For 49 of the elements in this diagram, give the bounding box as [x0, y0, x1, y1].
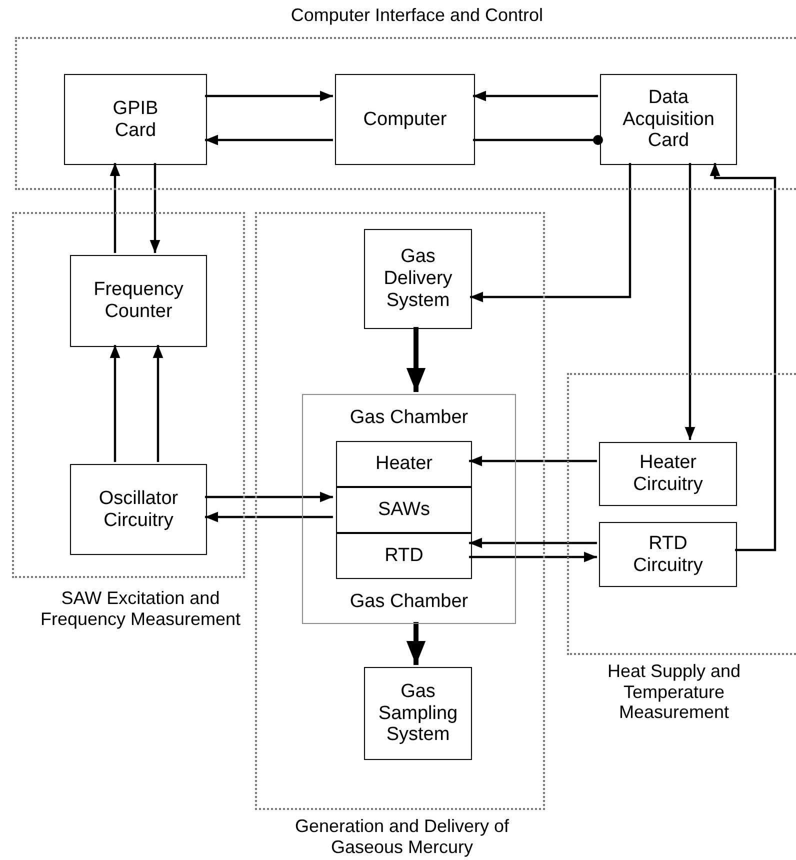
arrow [150, 163, 160, 253]
arrow [152, 345, 164, 462]
region-label: SAW Excitation and Frequency Measurement [39, 588, 242, 630]
box-label: Gas Sampling System [377, 680, 459, 746]
process-box [336, 487, 472, 533]
box-label: Computer [362, 108, 448, 130]
arrow [469, 538, 597, 548]
process-box [70, 255, 207, 347]
arrow [469, 552, 597, 562]
arrow [205, 134, 333, 146]
arrow [406, 622, 426, 665]
process-box [336, 533, 472, 579]
region-label: Computer Interface and Control [290, 5, 544, 26]
process-box [336, 441, 472, 487]
box-label: Frequency Counter [92, 279, 184, 323]
chamber-label: Gas Chamber [348, 591, 470, 613]
arrow [710, 163, 776, 552]
box-label: RTD Circuitry [632, 532, 704, 576]
arrow [684, 163, 696, 440]
arrow [406, 327, 426, 392]
chamber-box [302, 394, 516, 624]
process-box [64, 74, 207, 165]
process-box [599, 442, 737, 506]
process-box [70, 464, 207, 555]
process-box [364, 667, 472, 760]
box-label: RTD [384, 545, 424, 567]
box-label: Data Acquisition Card [622, 86, 716, 152]
box-label: SAWs [376, 499, 432, 521]
box-label: Oscillator Circuitry [98, 488, 180, 532]
arrow [110, 163, 120, 253]
process-box [599, 522, 737, 587]
arrow [473, 90, 598, 102]
region-label: Heat Supply and Temperature Measurement [606, 661, 742, 724]
arrow [205, 492, 333, 502]
box-label: Heater [374, 453, 434, 475]
arrow [205, 90, 333, 102]
process-box [335, 74, 475, 165]
process-box [600, 74, 737, 165]
arrow [470, 163, 632, 302]
chamber-label: Gas Chamber [348, 407, 470, 429]
arrow [110, 345, 120, 462]
arrow [469, 456, 597, 466]
box-label: GPIB Card [112, 98, 160, 142]
box-label: Heater Circuitry [632, 452, 704, 496]
region-label: Generation and Delivery of Gaseous Mercury [294, 816, 510, 858]
process-box [364, 229, 472, 329]
dot-ended-line [473, 135, 603, 145]
arrow [205, 512, 333, 522]
box-label: Gas Delivery System [382, 246, 454, 312]
